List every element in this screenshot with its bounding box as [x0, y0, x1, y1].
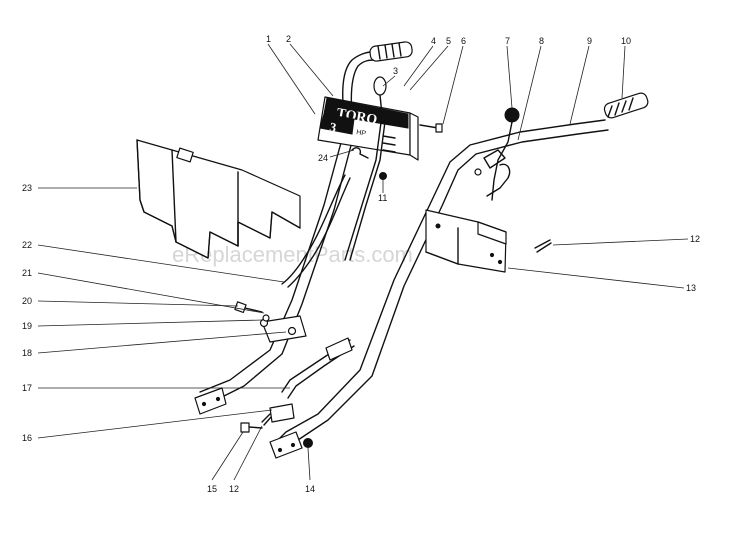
callout-3: 3: [393, 66, 398, 76]
watermark-text: eReplacementParts.com: [172, 242, 413, 267]
leader-lines: [37, 43, 689, 481]
plate-rating-unit: HP: [356, 129, 367, 138]
plate-nut: [379, 172, 387, 180]
control-cable: [281, 174, 351, 288]
callout-18: 18: [22, 348, 32, 358]
callout-19: 19: [22, 321, 32, 331]
cotter-pin-upper: [534, 239, 552, 253]
callout-labels: 1 2 3 4 5 6 7 8 9 10 11 12 13 14 15 12 1…: [22, 34, 700, 494]
callout-6: 6: [461, 36, 466, 46]
right-handle-tube: [269, 119, 609, 459]
callout-10: 10: [621, 36, 631, 46]
callout-9: 9: [587, 36, 592, 46]
chute-deflector-shield: [136, 139, 301, 259]
callout-7: 7: [505, 36, 510, 46]
callout-24: 24: [318, 153, 328, 163]
callout-22: 22: [22, 240, 32, 250]
callout-4: 4: [431, 36, 436, 46]
callout-1: 1: [266, 34, 271, 44]
callout-8: 8: [539, 36, 544, 46]
callout-21: 21: [22, 268, 32, 278]
mounting-bracket: [425, 209, 507, 273]
plate-rating: 3: [328, 119, 337, 135]
left-hand-grip: [369, 41, 413, 62]
callout-12-upper: 12: [690, 234, 700, 244]
control-rod: [474, 149, 511, 197]
callout-2: 2: [286, 34, 291, 44]
link-arm: [281, 337, 355, 399]
linkage-hardware: [234, 301, 307, 343]
callout-15: 15: [207, 484, 217, 494]
plate-hook: [351, 147, 369, 159]
callout-13: 13: [686, 283, 696, 293]
callout-16: 16: [22, 433, 32, 443]
lower-bolt: [240, 422, 263, 433]
control-knob: [491, 107, 520, 201]
callout-20: 20: [22, 296, 32, 306]
shift-rod: [344, 76, 387, 261]
lower-handle-bolt: [303, 438, 313, 448]
callout-12-lower: 12: [229, 484, 239, 494]
cotter-pin-lower: [261, 403, 295, 426]
toro-decal-plate: TORO 3 HP: [317, 96, 419, 161]
callout-17: 17: [22, 383, 32, 393]
callout-5: 5: [446, 36, 451, 46]
callout-11: 11: [378, 193, 387, 203]
callout-14: 14: [305, 484, 315, 494]
right-hand-grip: [603, 92, 649, 119]
plate-bolt: [419, 123, 443, 133]
callout-23: 23: [22, 183, 32, 193]
